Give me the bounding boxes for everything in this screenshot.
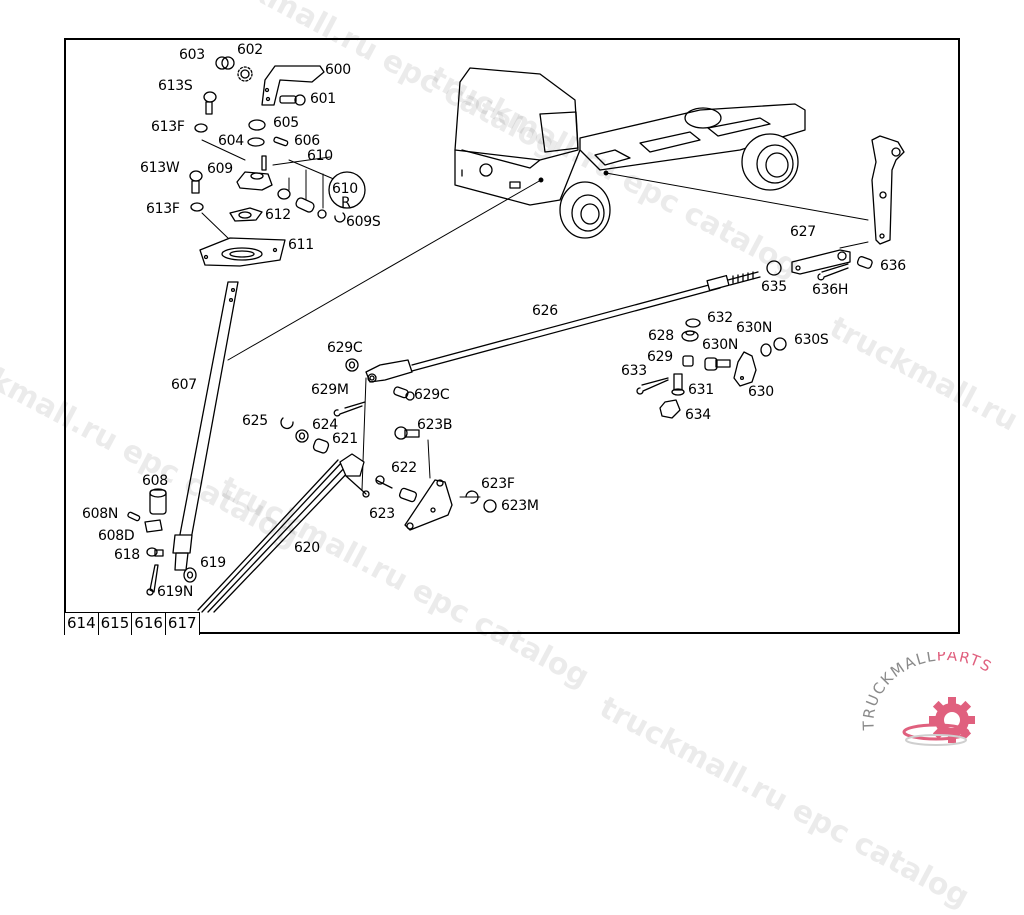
part-callout-633[interactable]: 633	[621, 363, 647, 379]
shift-lever-parts	[127, 56, 366, 596]
part-callout-618[interactable]: 618	[114, 547, 140, 563]
part-callout-619[interactable]: 619	[200, 555, 226, 571]
part-callout-629[interactable]: 629	[647, 349, 673, 365]
part-callout-602[interactable]: 602	[237, 42, 263, 58]
part-callout-610[interactable]: 610	[307, 148, 333, 164]
page-tab[interactable]: 615	[98, 613, 133, 635]
part-callout-610R-bot[interactable]: R	[341, 195, 351, 211]
part-callout-625[interactable]: 625	[242, 413, 268, 429]
page-tab[interactable]: 617	[165, 613, 200, 635]
part-callout-607[interactable]: 607	[171, 377, 197, 393]
part-callout-603[interactable]: 603	[179, 47, 205, 63]
shift-rod-620	[197, 453, 370, 613]
part-callout-613F-2[interactable]: 613F	[146, 201, 180, 217]
part-callout-623B[interactable]: 623B	[417, 417, 453, 433]
part-callout-612[interactable]: 612	[265, 207, 291, 223]
part-callout-630N-2[interactable]: 630N	[702, 337, 738, 353]
part-callout-604[interactable]: 604	[218, 133, 244, 149]
part-callout-631[interactable]: 631	[688, 382, 714, 398]
part-callout-627[interactable]: 627	[790, 224, 816, 240]
part-callout-624[interactable]: 624	[312, 417, 338, 433]
part-callout-610R-top[interactable]: 610	[332, 181, 358, 197]
part-callout-636[interactable]: 636	[880, 258, 906, 274]
part-callout-629C-1[interactable]: 629C	[327, 340, 363, 356]
brand-name-dark: TRUCKMALL	[859, 652, 937, 732]
part-callout-609[interactable]: 609	[207, 161, 233, 177]
part-callout-608N[interactable]: 608N	[82, 506, 118, 522]
exploded-parts-drawing	[127, 56, 905, 613]
part-callout-601[interactable]: 601	[310, 91, 336, 107]
part-callout-608[interactable]: 608	[142, 473, 168, 489]
part-callout-621[interactable]: 621	[332, 431, 358, 447]
part-callout-632[interactable]: 632	[707, 310, 733, 326]
page-tab[interactable]: 616	[132, 613, 166, 635]
linkage-parts	[280, 260, 782, 531]
truckmall-parts-logo: TRUCKMALLPARTS	[859, 652, 995, 746]
part-callout-623F[interactable]: 623F	[481, 476, 515, 492]
part-callout-635[interactable]: 635	[761, 279, 787, 295]
part-callout-619N[interactable]: 619N	[157, 584, 193, 600]
part-callout-609S[interactable]: 609S	[346, 214, 381, 230]
part-callout-606[interactable]: 606	[294, 133, 320, 149]
brand-wordmark: TRUCKMALLPARTS	[859, 652, 995, 732]
swoosh-icon	[902, 723, 970, 746]
part-callout-613F-1[interactable]: 613F	[151, 119, 185, 135]
sub-diagram-tabs: 614 615 616 617	[64, 612, 200, 635]
part-callout-630S[interactable]: 630S	[794, 332, 829, 348]
part-callout-622[interactable]: 622	[391, 460, 417, 476]
truck-illustration	[454, 67, 806, 239]
part-callout-630N-1[interactable]: 630N	[736, 320, 772, 336]
part-callout-628[interactable]: 628	[648, 328, 674, 344]
part-callout-636H[interactable]: 636H	[812, 282, 849, 298]
part-callout-623M[interactable]: 623M	[501, 498, 539, 514]
part-callout-629C-2[interactable]: 629C	[414, 387, 450, 403]
leader-lines	[201, 139, 869, 498]
part-callout-629M[interactable]: 629M	[311, 382, 349, 398]
part-callout-608D[interactable]: 608D	[98, 528, 135, 544]
part-callout-613W[interactable]: 613W	[140, 160, 180, 176]
brand-name-accent: PARTS	[936, 652, 995, 676]
part-callout-611[interactable]: 611	[288, 237, 314, 253]
part-callout-605[interactable]: 605	[273, 115, 299, 131]
part-callout-630[interactable]: 630	[748, 384, 774, 400]
bellcrank-parts	[636, 135, 905, 419]
part-callout-626[interactable]: 626	[532, 303, 558, 319]
part-callout-634[interactable]: 634	[685, 407, 711, 423]
part-callout-620[interactable]: 620	[294, 540, 320, 556]
part-callout-600[interactable]: 600	[325, 62, 351, 78]
part-callout-623[interactable]: 623	[369, 506, 395, 522]
part-callout-613S[interactable]: 613S	[158, 78, 193, 94]
page-tab[interactable]: 614	[64, 613, 99, 635]
